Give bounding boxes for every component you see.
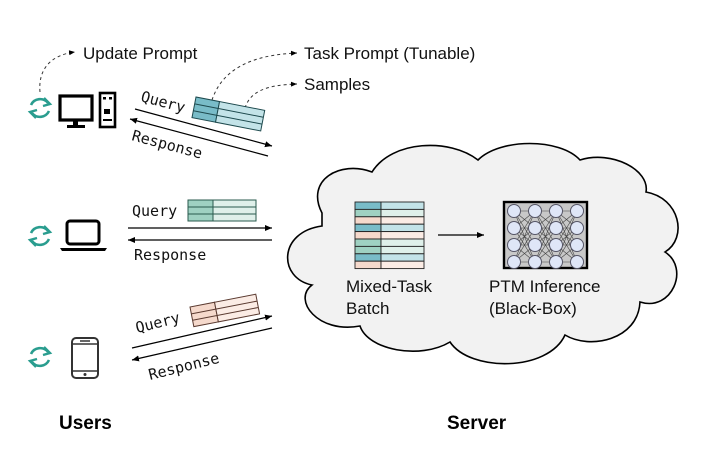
update-prompt-dashed-arrow (39, 50, 76, 93)
query-arrow (131, 314, 273, 349)
query-label: Query (134, 308, 182, 336)
nn-node (570, 221, 584, 235)
nn-edge (555, 210, 578, 263)
query-label: Query (132, 202, 177, 220)
batch-prompt-cell (354, 208, 382, 218)
server-cloud (286, 142, 679, 365)
desktop-computer-icon (58, 91, 117, 129)
nn-node (570, 238, 584, 252)
batch-sample-cell (380, 238, 425, 247)
nn-node (507, 255, 521, 269)
laptop-icon (60, 219, 107, 251)
nn-node (507, 204, 521, 218)
batch-sample-cell (380, 208, 425, 218)
nn-nodes (507, 204, 584, 269)
nn-node (570, 204, 584, 218)
refresh-icon[interactable] (27, 225, 53, 247)
batch-sample-cell (380, 216, 425, 225)
batch-sample-cell (380, 253, 425, 262)
batch-prompt-cell (354, 216, 382, 225)
task-prompt-label: Task Prompt (Tunable) (304, 44, 475, 63)
batch-sample-cell (380, 201, 425, 210)
batch-prompt-cell (354, 253, 382, 262)
nn-node (528, 255, 542, 269)
nn-edge (534, 210, 557, 263)
ptm-neural-network-icon (502, 200, 589, 270)
nn-node (549, 204, 563, 218)
update-prompt-label: Update Prompt (83, 44, 198, 63)
batch-prompt-cell (354, 238, 382, 247)
nn-node (549, 238, 563, 252)
refresh-icon[interactable] (27, 346, 53, 368)
batch-sample-cell (380, 231, 425, 240)
nn-node (528, 204, 542, 218)
batch-prompt-cell (354, 260, 382, 270)
response-arrow (131, 327, 273, 362)
smartphone-icon (71, 337, 99, 379)
ptm-label-line2: (Black-Box) (489, 299, 577, 318)
samples-dashed-arrow (244, 81, 298, 109)
nn-node (507, 238, 521, 252)
nn-node (507, 221, 521, 235)
nn-node (570, 255, 584, 269)
query-arrow (134, 108, 273, 148)
response-label: Response (134, 246, 206, 264)
ptm-label-line1: PTM Inference (489, 277, 601, 296)
batch-sample-cell (380, 260, 425, 270)
server-section-label: Server (447, 413, 507, 434)
refresh-icon[interactable] (27, 97, 53, 119)
batch-prompt-cell (354, 201, 382, 210)
batch-prompt-cell (354, 231, 382, 240)
batch-label-line1: Mixed-Task (346, 277, 432, 296)
response-label: Response (130, 126, 204, 162)
response-arrow (129, 117, 269, 157)
prompt-sample-table (189, 293, 261, 328)
users-section-label: Users (59, 413, 112, 434)
batch-sample-cell (380, 223, 425, 233)
batch-sample-cell (380, 245, 425, 255)
batch-prompt-cell (354, 245, 382, 255)
nn-edge (513, 210, 536, 263)
mixed-task-batch-table (354, 201, 425, 270)
batch-label-line2: Batch (346, 299, 389, 318)
nn-node (528, 238, 542, 252)
nn-node (549, 221, 563, 235)
nn-node (528, 221, 542, 235)
samples-label: Samples (304, 75, 370, 94)
batch-prompt-cell (354, 223, 382, 233)
prompt-sample-table (187, 199, 257, 222)
prompt-sample-table (191, 96, 266, 132)
task-prompt-dashed-arrow (211, 50, 298, 101)
nn-node (549, 255, 563, 269)
